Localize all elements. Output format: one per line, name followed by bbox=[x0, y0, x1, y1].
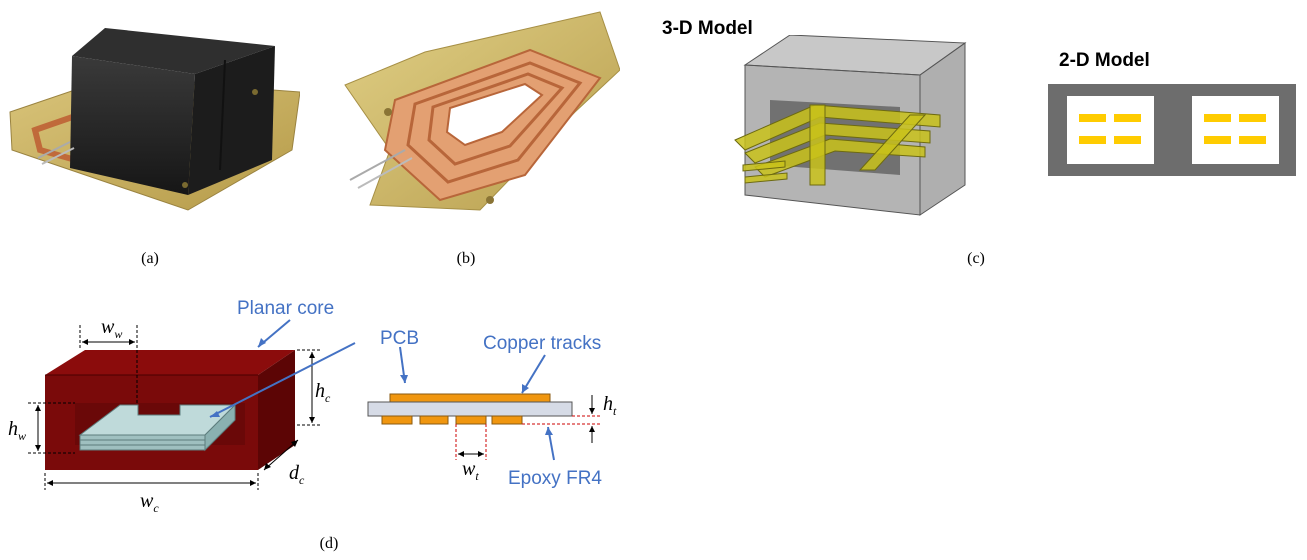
symbol-h-c: hc bbox=[315, 380, 331, 405]
title-2d-model: 2-D Model bbox=[1059, 50, 1150, 71]
panel-d-schematic bbox=[0, 285, 660, 520]
ferrite-core-side bbox=[188, 46, 275, 195]
3d-model-illustration bbox=[734, 34, 967, 216]
caption-a: (a) bbox=[141, 250, 159, 267]
caption-d: (d) bbox=[319, 535, 339, 552]
2d-model-illustration bbox=[1048, 84, 1296, 176]
copper-track-top bbox=[389, 393, 551, 403]
symbol-d-c: dc bbox=[289, 462, 305, 487]
copper-track-bottom-1 bbox=[381, 415, 413, 425]
pcb-winding-photo-illustration bbox=[344, 11, 621, 211]
symbol-h-w: hw bbox=[8, 418, 27, 443]
panel-b-photo bbox=[330, 0, 621, 240]
core-box-side bbox=[919, 42, 966, 216]
title-3d-model: 3-D Model bbox=[662, 18, 753, 39]
arrowheads bbox=[35, 339, 315, 486]
copper-track-bottom-3 bbox=[455, 415, 487, 425]
symbol-h-t: ht bbox=[603, 393, 617, 418]
ferrite-core-front bbox=[70, 56, 195, 195]
symbol-w-t: wt bbox=[462, 458, 479, 483]
caption-c: (c) bbox=[967, 250, 985, 267]
core-and-pcb-schematic bbox=[28, 319, 602, 490]
label-pcb: PCB bbox=[380, 328, 420, 349]
planar-core-block bbox=[45, 350, 295, 470]
epoxy-fr4-layer bbox=[367, 401, 573, 417]
copper-track-bottom-4 bbox=[491, 415, 523, 425]
pcb-stack bbox=[78, 403, 237, 452]
symbol-w-c: wc bbox=[140, 490, 159, 515]
copper-track-bottom-2 bbox=[419, 415, 449, 425]
caption-b: (b) bbox=[456, 250, 476, 267]
pcb-window bbox=[445, 82, 544, 147]
conductors bbox=[1079, 114, 1266, 144]
label-planar-core: Planar core bbox=[237, 298, 335, 319]
symbol-w-w: ww bbox=[101, 316, 123, 341]
winding-window-right bbox=[1192, 96, 1279, 164]
winding-window-left bbox=[1067, 96, 1154, 164]
winding-tracks bbox=[734, 104, 941, 186]
label-epoxy-fr4: Epoxy FR4 bbox=[508, 468, 602, 489]
panel-c-3d-model bbox=[725, 34, 970, 225]
panel-a-photo bbox=[0, 0, 301, 240]
pcb-cross-section bbox=[367, 393, 573, 425]
label-copper-tracks: Copper tracks bbox=[483, 333, 602, 354]
transformer-photo-illustration bbox=[9, 28, 301, 211]
panel-c-2d-model bbox=[1048, 84, 1296, 176]
